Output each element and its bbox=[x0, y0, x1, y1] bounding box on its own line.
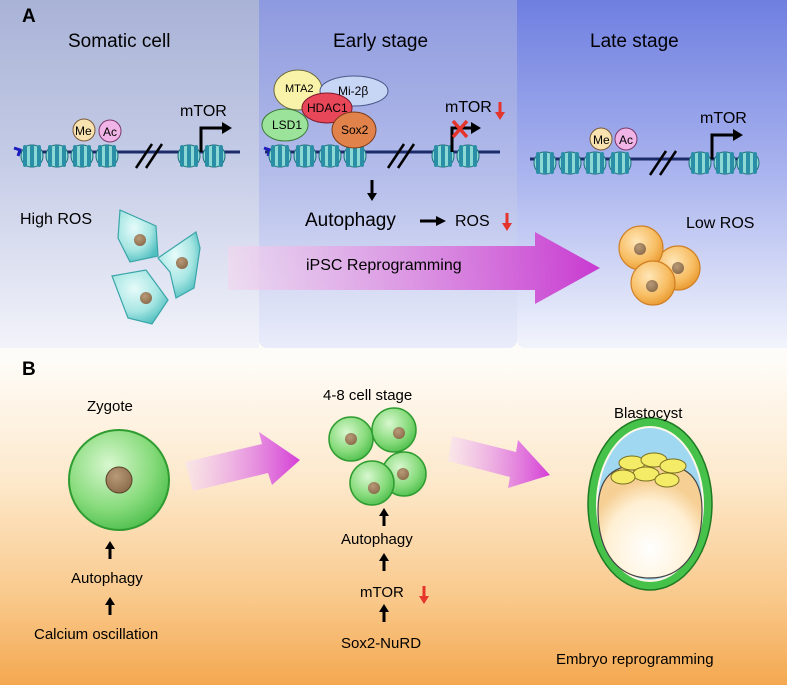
early-mtor-down-icon bbox=[493, 100, 507, 122]
sox2-nurd-label: Sox2-NuRD bbox=[341, 635, 422, 652]
somatic-me-label: Me bbox=[75, 124, 92, 138]
zygote-cell bbox=[68, 429, 170, 531]
late-ac-label: Ac bbox=[619, 133, 634, 147]
blastocyst bbox=[587, 417, 713, 591]
late-stage-cells bbox=[618, 225, 701, 306]
cell48-autophagy-label: Autophagy bbox=[341, 531, 413, 548]
early-title: Early stage bbox=[333, 31, 429, 52]
panel-a-label: A bbox=[22, 6, 36, 27]
hdac1-label: HDAC1 bbox=[307, 101, 348, 115]
zygote-autophagy-up-arrow bbox=[103, 539, 117, 561]
early-autophagy-label: Autophagy bbox=[305, 210, 396, 231]
high-ros-label: High ROS bbox=[20, 211, 93, 228]
cell48-sox2-up-arrow bbox=[377, 602, 391, 624]
embryo-reprogramming-label: Embryo reprogramming bbox=[556, 651, 714, 668]
late-title: Late stage bbox=[590, 31, 679, 52]
cell48-cluster bbox=[328, 407, 427, 506]
zygote-title: Zygote bbox=[87, 398, 133, 415]
lsd1-label: LSD1 bbox=[272, 118, 303, 132]
blocked-x-icon bbox=[451, 119, 469, 139]
ipsc-reprogramming-label: iPSC Reprogramming bbox=[306, 257, 462, 274]
mta2-label: MTA2 bbox=[285, 83, 314, 95]
cell48-autophagy-up-arrow bbox=[377, 506, 391, 528]
early-ros-label: ROS bbox=[455, 213, 490, 230]
cell48-mtor-up-arrow bbox=[377, 551, 391, 573]
early-mtor-label: mTOR bbox=[445, 99, 492, 116]
ipsc-reprogramming-arrow bbox=[228, 232, 600, 304]
cell48-to-blastocyst-arrow bbox=[448, 436, 550, 488]
lsd1-blob bbox=[261, 108, 309, 142]
somatic-ac-mark bbox=[98, 119, 122, 143]
zygote-autophagy-label: Autophagy bbox=[71, 570, 143, 587]
cell48-mtor-down-icon bbox=[417, 584, 431, 606]
late-mtor-label: mTOR bbox=[700, 110, 747, 127]
mi2b-label: Mi-2β bbox=[338, 84, 369, 98]
calcium-oscillation-label: Calcium oscillation bbox=[34, 626, 159, 643]
low-ros-label: Low ROS bbox=[686, 215, 755, 232]
zygote-calcium-up-arrow bbox=[103, 595, 117, 617]
late-chromatin bbox=[530, 129, 760, 176]
late-me-label: Me bbox=[593, 133, 610, 147]
autophagy-to-ros-arrow bbox=[420, 216, 446, 226]
early-ros-down-icon bbox=[500, 211, 514, 233]
somatic-title: Somatic cell bbox=[68, 31, 171, 52]
sox2-label: Sox2 bbox=[341, 123, 369, 137]
cell48-title: 4-8 cell stage bbox=[323, 387, 413, 404]
somatic-mtor-label: mTOR bbox=[180, 103, 227, 120]
somatic-me-mark bbox=[72, 118, 96, 142]
early-chromatin bbox=[263, 122, 500, 169]
hdac1-blob bbox=[301, 92, 353, 124]
somatic-chromatin bbox=[13, 122, 240, 169]
zygote-to-cell48-arrow bbox=[185, 432, 300, 491]
blastocyst-title: Blastocyst bbox=[614, 405, 683, 422]
somatic-cells bbox=[111, 209, 201, 325]
late-me-mark bbox=[589, 127, 613, 151]
panel-b-label: B bbox=[22, 359, 36, 380]
somatic-ac-label: Ac bbox=[103, 125, 118, 139]
sox2-blob bbox=[331, 111, 377, 149]
cell48-mtor-label: mTOR bbox=[360, 584, 404, 601]
late-ac-mark bbox=[614, 127, 638, 151]
